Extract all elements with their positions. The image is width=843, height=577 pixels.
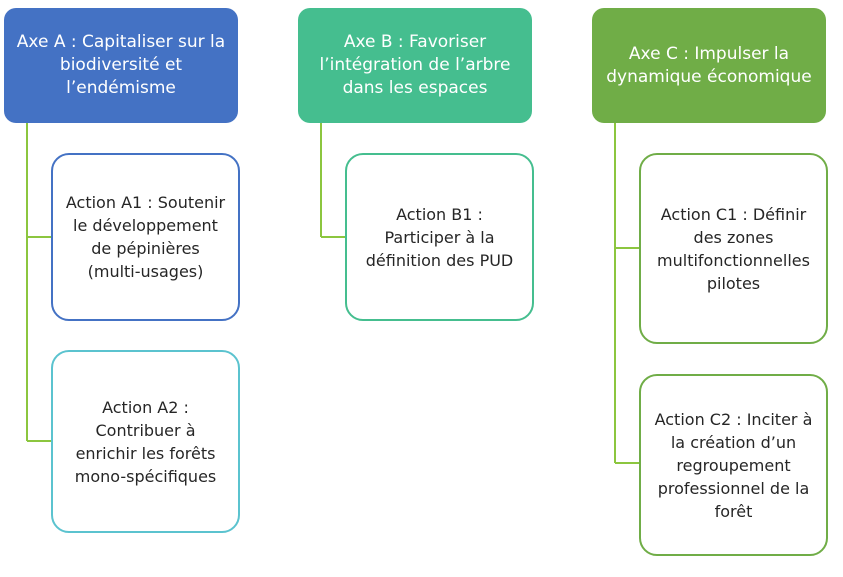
action-a1-box: Action A1 : Soutenir le développement de… — [51, 153, 240, 321]
action-b1-box: Action B1 : Participer à la définition d… — [345, 153, 534, 321]
action-c2-box: Action C2 : Inciter à la création d’un r… — [639, 374, 828, 556]
axe-c-box: Axe C : Impulser la dynamique économique — [592, 8, 826, 123]
action-c1-box: Action C1 : Définir des zones multifonct… — [639, 153, 828, 344]
axe-b-label: Axe B : Favoriser l’intégration de l’arb… — [319, 32, 511, 98]
axe-c-label: Axe C : Impulser la dynamique économique — [606, 43, 812, 87]
action-c2-label: Action C2 : Inciter à la création d’un r… — [654, 409, 813, 521]
action-a1-label: Action A1 : Soutenir le développement de… — [65, 193, 226, 281]
action-b1-label: Action B1 : Participer à la définition d… — [365, 204, 514, 270]
axe-b-box: Axe B : Favoriser l’intégration de l’arb… — [298, 8, 532, 123]
action-a2-box: Action A2 : Contribuer à enrichir les fo… — [51, 350, 240, 533]
axe-a-box: Axe A : Capitaliser sur la biodiversité … — [4, 8, 238, 123]
action-c1-label: Action C1 : Définir des zones multifonct… — [657, 204, 810, 293]
action-a2-label: Action A2 : Contribuer à enrichir les fo… — [74, 397, 217, 486]
axe-a-label: Axe A : Capitaliser sur la biodiversité … — [16, 32, 226, 98]
